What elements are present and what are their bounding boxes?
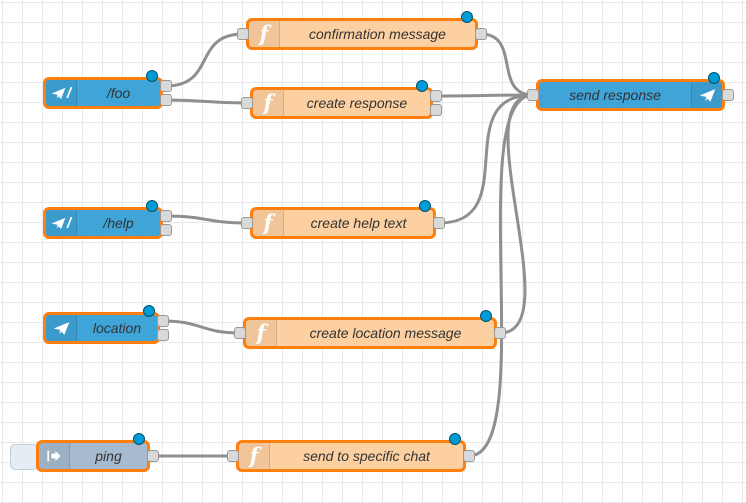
telegram-plane-slash-icon: / xyxy=(46,80,77,106)
wire-help-to-create-help[interactable] xyxy=(164,214,249,225)
node-help-command[interactable]: / /help xyxy=(43,200,172,239)
node-label: create help text xyxy=(310,215,407,231)
output-port[interactable] xyxy=(494,327,506,339)
node-location-event[interactable]: location xyxy=(43,305,169,344)
node-label: location xyxy=(92,320,142,336)
node-label: send response xyxy=(569,87,661,103)
changed-indicator-dot xyxy=(146,200,158,212)
function-f-icon: f xyxy=(246,320,277,346)
output-port[interactable] xyxy=(722,89,734,101)
output-port-2[interactable] xyxy=(157,329,169,341)
wire-confirmation-to-send-response[interactable] xyxy=(479,32,535,97)
changed-indicator-dot xyxy=(461,11,473,23)
node-label: create location message xyxy=(309,325,462,341)
function-f-icon: f xyxy=(253,210,284,236)
changed-indicator-dot xyxy=(146,70,158,82)
inject-button[interactable] xyxy=(10,444,38,470)
node-ping-inject[interactable]: ping xyxy=(36,433,159,472)
node-label: send to specific chat xyxy=(303,448,430,464)
function-f-icon: f xyxy=(253,90,284,116)
input-port[interactable] xyxy=(527,89,539,101)
inject-arrow-icon xyxy=(39,443,70,469)
changed-indicator-dot xyxy=(449,433,461,445)
node-label: ping xyxy=(95,448,122,464)
node-send-response[interactable]: send response xyxy=(527,72,734,111)
wire-location-to-create-location[interactable] xyxy=(161,319,242,335)
output-port[interactable] xyxy=(147,450,159,462)
telegram-plane-icon xyxy=(46,315,77,341)
input-port[interactable] xyxy=(227,450,239,462)
function-f-icon: f xyxy=(239,443,270,469)
output-port-1[interactable] xyxy=(157,315,169,327)
wire-foo-to-create-response[interactable] xyxy=(164,98,249,105)
node-send-to-specific-chat[interactable]: f send to specific chat xyxy=(227,433,475,472)
function-f-icon: f xyxy=(249,21,280,47)
changed-indicator-dot xyxy=(416,80,428,92)
changed-indicator-dot xyxy=(133,433,145,445)
node-confirmation-message[interactable]: f confirmation message xyxy=(237,11,487,50)
output-port-1[interactable] xyxy=(160,210,172,222)
output-port-1[interactable] xyxy=(160,80,172,92)
changed-indicator-dot xyxy=(143,305,155,317)
output-port-2[interactable] xyxy=(160,94,172,106)
output-port-2[interactable] xyxy=(160,224,172,236)
node-label: confirmation message xyxy=(309,26,446,42)
node-foo-command[interactable]: / /foo xyxy=(43,70,172,109)
changed-indicator-dot xyxy=(708,72,720,84)
output-port[interactable] xyxy=(433,217,445,229)
input-port[interactable] xyxy=(241,97,253,109)
wire-send-chat-to-send-response[interactable] xyxy=(467,93,535,458)
wire-create-help-to-send-response[interactable] xyxy=(437,93,535,225)
output-port-1[interactable] xyxy=(430,90,442,102)
node-label: /foo xyxy=(106,85,131,101)
node-label: /help xyxy=(103,215,134,231)
output-port[interactable] xyxy=(475,28,487,40)
wire-create-location-to-send-response[interactable] xyxy=(498,93,535,335)
input-port[interactable] xyxy=(237,28,249,40)
telegram-plane-icon xyxy=(691,82,722,108)
telegram-plane-slash-icon: / xyxy=(46,210,77,236)
wire-foo-to-confirmation[interactable] xyxy=(164,32,245,88)
node-create-location-message[interactable]: f create location message xyxy=(234,310,506,349)
input-port[interactable] xyxy=(234,327,246,339)
node-create-help-text[interactable]: f create help text xyxy=(241,200,445,239)
changed-indicator-dot xyxy=(419,200,431,212)
node-create-response[interactable]: f create response xyxy=(241,80,442,119)
input-port[interactable] xyxy=(241,217,253,229)
output-port-2[interactable] xyxy=(430,104,442,116)
changed-indicator-dot xyxy=(480,310,492,322)
node-label: create response xyxy=(306,95,408,111)
output-port[interactable] xyxy=(463,450,475,462)
